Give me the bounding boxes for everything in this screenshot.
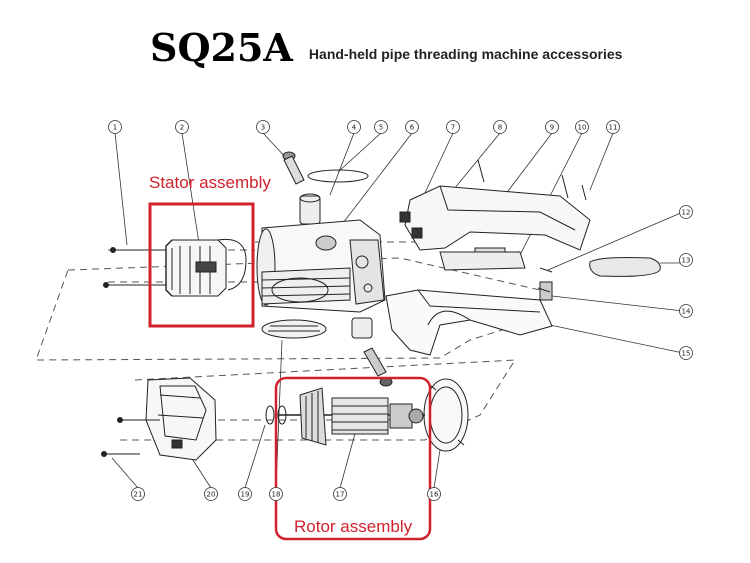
nameplate	[261, 319, 327, 339]
callout-4: 4	[347, 120, 361, 134]
lower-handle	[385, 281, 553, 356]
stator-highlight-box	[148, 202, 255, 328]
callout-20: 20	[204, 487, 218, 501]
callout-number: 18	[272, 490, 281, 498]
callout-12: 12	[679, 205, 693, 219]
callout-number: 14	[682, 307, 691, 315]
washers	[265, 405, 287, 425]
small-screws	[537, 267, 553, 293]
stator-assembly-label: Stator assembly	[149, 173, 271, 192]
callout-circle	[575, 120, 589, 134]
short-screws	[101, 417, 160, 457]
callout-circle	[238, 487, 252, 501]
callout-circle	[405, 120, 419, 134]
callout-circle	[256, 120, 270, 134]
callout-5: 5	[374, 120, 388, 134]
callout-circle	[679, 205, 693, 219]
callout-number: 3	[261, 123, 265, 131]
callout-circle	[545, 120, 559, 134]
callout-10: 10	[575, 120, 589, 134]
callout-1: 1	[108, 120, 122, 134]
fan-housing	[145, 377, 217, 461]
callout-circle	[679, 253, 693, 267]
callout-number: 6	[410, 123, 415, 131]
rotor-assembly-label: Rotor assembly	[294, 517, 413, 536]
callout-number: 20	[207, 490, 216, 498]
callout-14: 14	[679, 304, 693, 318]
callout-circle	[374, 120, 388, 134]
callout-21: 21	[131, 487, 145, 501]
callout-number: 16	[430, 490, 439, 498]
leader-lines	[111, 132, 684, 489]
callout-number: 7	[451, 123, 455, 131]
callout-number: 12	[682, 208, 691, 216]
callout-11: 11	[606, 120, 620, 134]
rotor-part	[278, 387, 425, 446]
handle-cover	[399, 159, 591, 271]
handle-grip	[589, 257, 661, 277]
callout-number: 9	[550, 123, 554, 131]
callout-circle	[131, 487, 145, 501]
callout-circle	[347, 120, 361, 134]
motor-housing	[256, 219, 386, 313]
callout-number: 8	[498, 123, 502, 131]
callout-16: 16	[427, 487, 441, 501]
callout-18: 18	[269, 487, 283, 501]
callout-circle	[427, 487, 441, 501]
callout-number: 21	[134, 490, 143, 498]
callout-15: 15	[679, 346, 693, 360]
callout-circle	[606, 120, 620, 134]
model-title: SQ25A	[150, 25, 293, 70]
callout-circle	[269, 487, 283, 501]
brush-parts	[351, 317, 393, 387]
callout-circle	[679, 346, 693, 360]
callout-number: 4	[352, 123, 357, 131]
callout-number: 13	[682, 256, 691, 264]
callout-number: 10	[578, 123, 587, 131]
brush-holder	[282, 151, 321, 225]
callout-circle	[446, 120, 460, 134]
callout-circle	[333, 487, 347, 501]
callout-number: 11	[609, 123, 618, 131]
callout-number: 15	[682, 349, 691, 357]
callout-number: 1	[113, 123, 117, 131]
callout-3: 3	[256, 120, 270, 134]
callout-7: 7	[446, 120, 460, 134]
callout-circle	[679, 304, 693, 318]
callout-6: 6	[405, 120, 419, 134]
callout-number: 17	[336, 490, 345, 498]
callout-circle	[175, 120, 189, 134]
callout-9: 9	[545, 120, 559, 134]
callout-circle	[108, 120, 122, 134]
rotor-highlight-box	[274, 376, 432, 541]
callout-17: 17	[333, 487, 347, 501]
callout-number: 19	[241, 490, 250, 498]
callout-2: 2	[175, 120, 189, 134]
title-bar: SQ25A Hand-held pipe threading machine a…	[150, 18, 622, 68]
stator-part	[165, 238, 247, 297]
callout-8: 8	[493, 120, 507, 134]
callout-circle	[204, 487, 218, 501]
page-subtitle: Hand-held pipe threading machine accesso…	[308, 46, 623, 62]
sealing-ring	[307, 169, 369, 183]
callout-19: 19	[238, 487, 252, 501]
callout-number: 5	[379, 123, 383, 131]
callout-circle	[493, 120, 507, 134]
callout-number: 2	[180, 123, 184, 131]
callout-13: 13	[679, 253, 693, 267]
